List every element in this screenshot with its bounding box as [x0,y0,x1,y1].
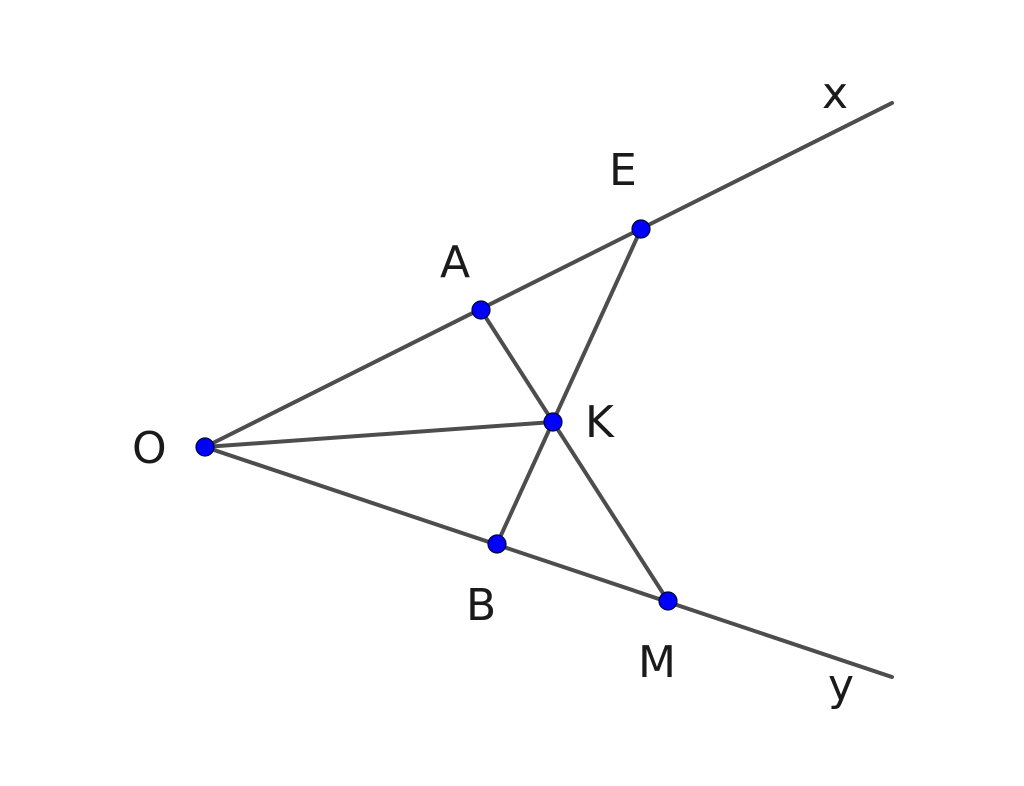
label-x: x [822,68,848,119]
label-y: y [828,660,854,711]
segment-ok [203,420,555,449]
segment-am [479,308,670,603]
label-a: A [440,237,470,288]
point-b[interactable] [487,534,507,554]
label-e: E [609,145,637,196]
segment-eb [495,227,643,546]
ray-oy [203,445,894,679]
label-o: O [132,423,167,474]
point-m[interactable] [658,591,678,611]
label-m: M [638,637,676,688]
point-k[interactable] [543,412,563,432]
label-b: B [466,580,496,631]
point-e[interactable] [631,219,651,239]
point-o[interactable] [195,437,215,457]
point-a[interactable] [471,300,491,320]
ray-ox [203,101,894,449]
label-k: K [585,397,615,448]
